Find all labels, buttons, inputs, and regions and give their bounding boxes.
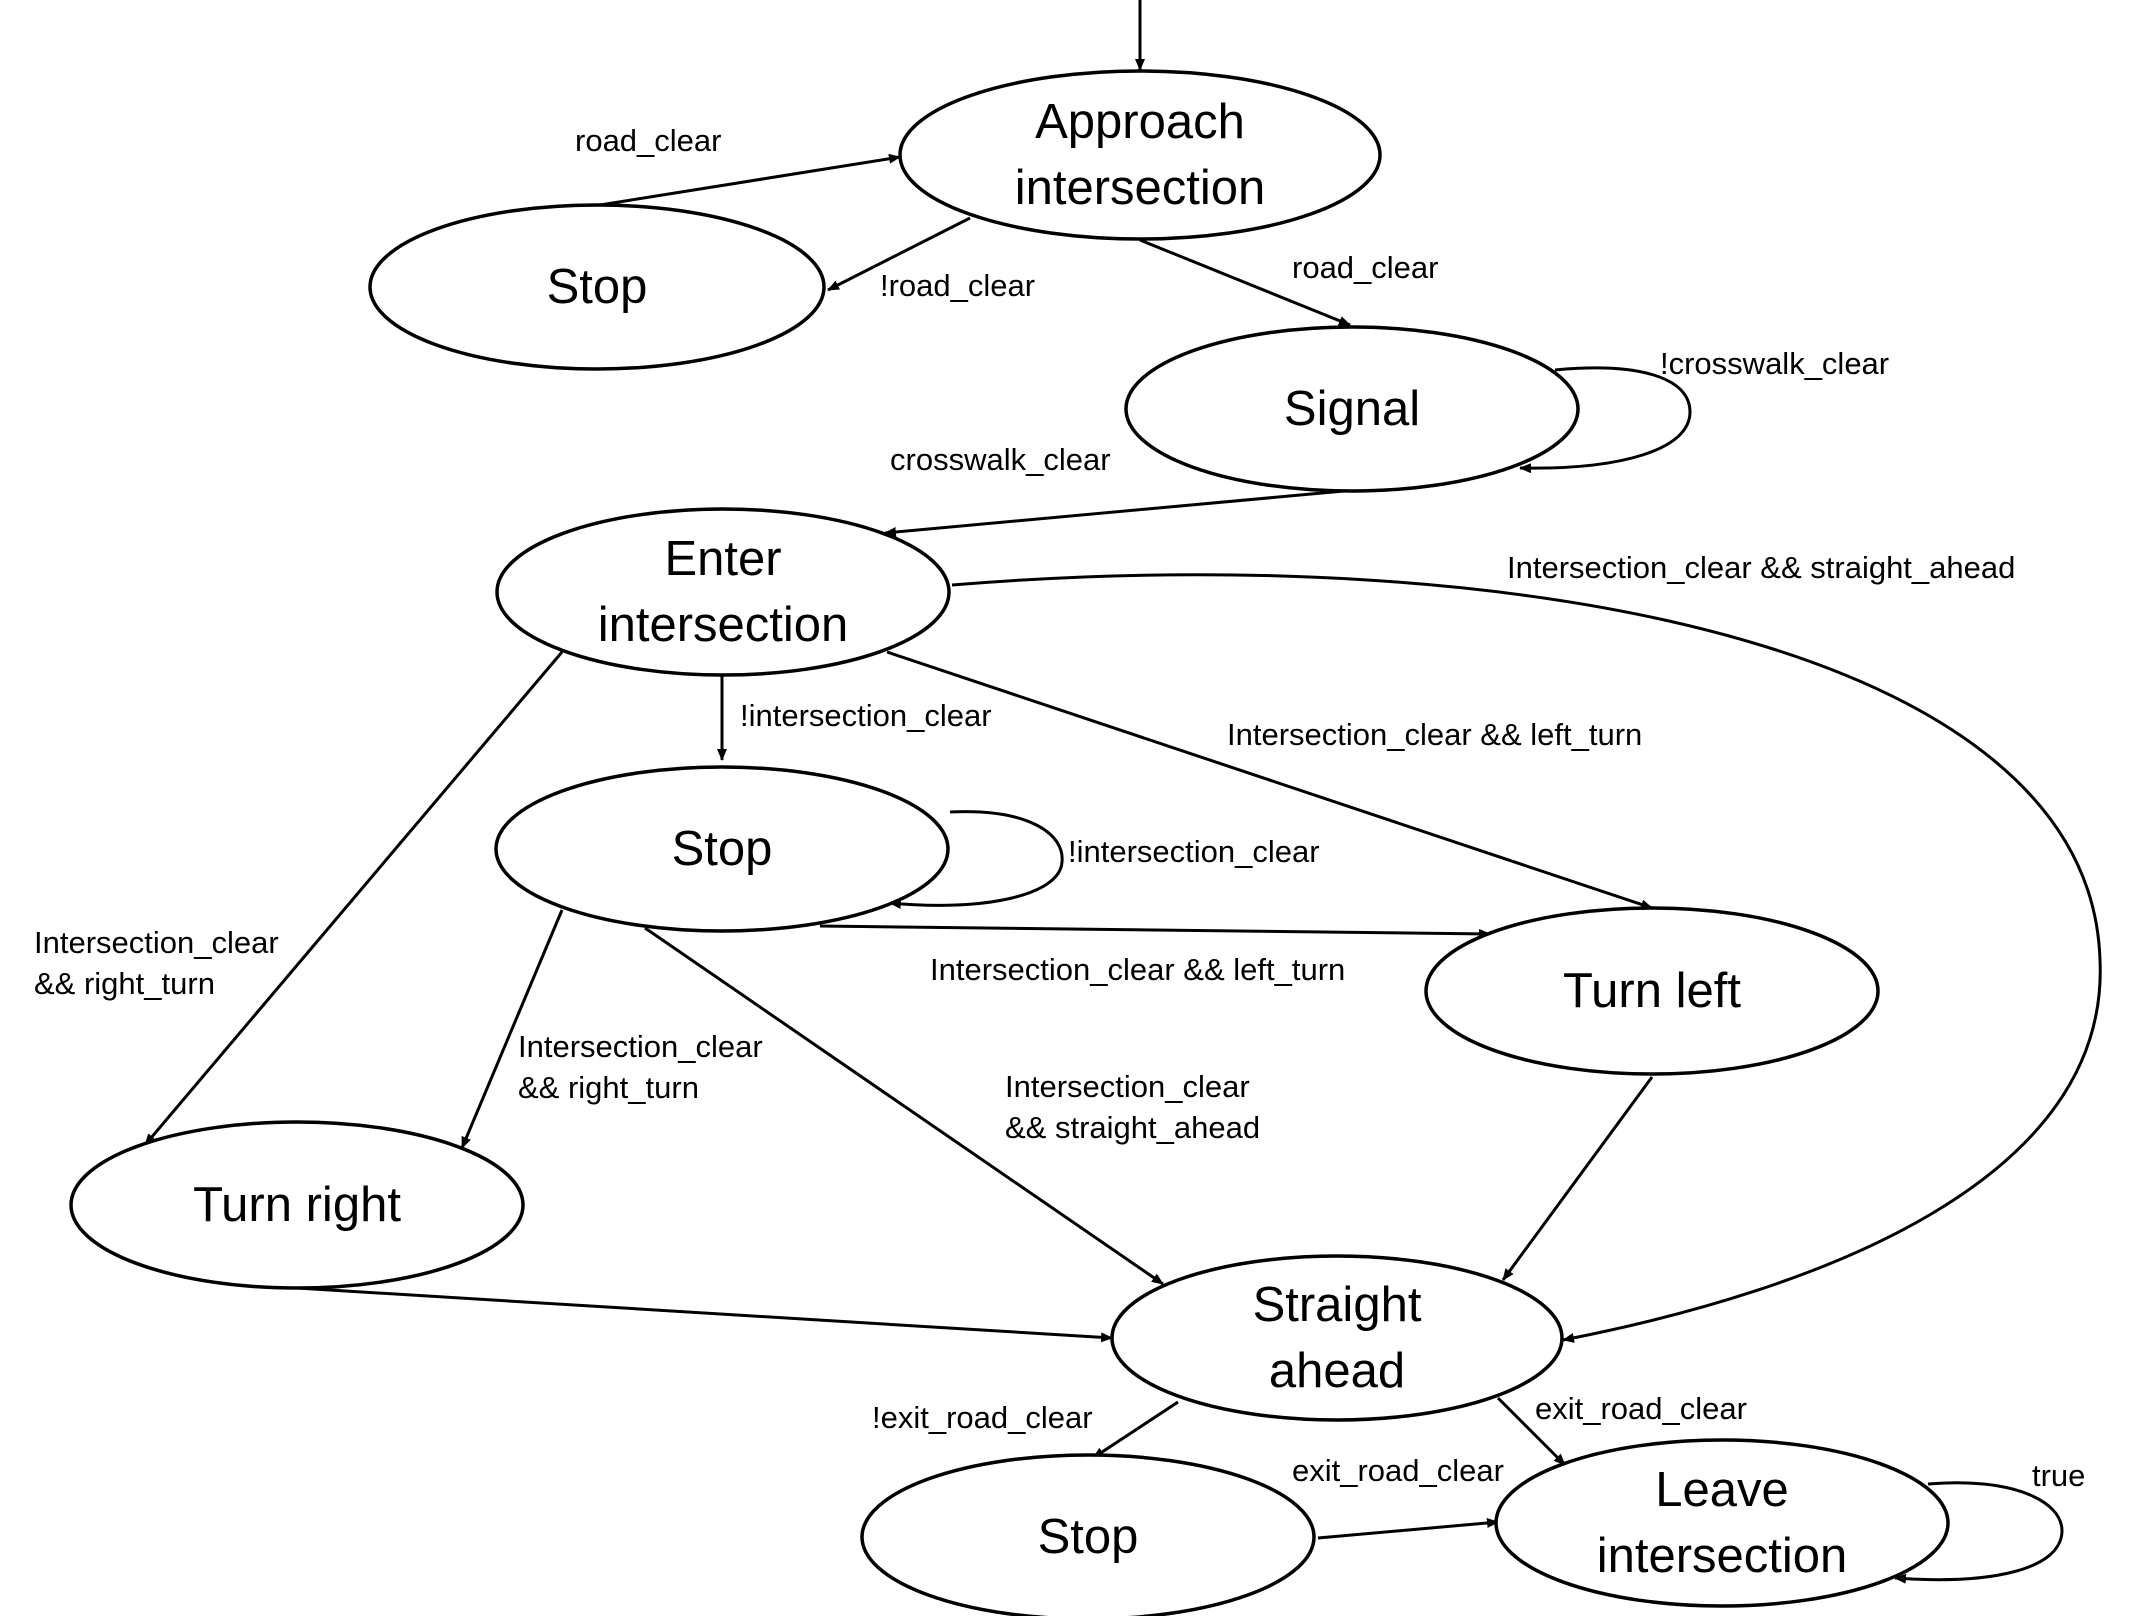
edge-label-not-exit-road-clear: !exit_road_clear — [872, 1400, 1093, 1435]
label-line: Approach — [1035, 95, 1245, 149]
label-line: Intersection_clear && left_turn — [1227, 717, 1642, 752]
edge-label-not-intersection-clear-2: !intersection_clear — [1068, 834, 1320, 869]
edge-stop-top-to-approach: road_clear — [575, 123, 901, 207]
label-line: intersection — [598, 598, 849, 652]
edge-straight-to-stop-bottom: !exit_road_clear — [872, 1400, 1179, 1460]
state-stop-top: Stop — [368, 203, 826, 371]
state-label: Turn left — [1563, 964, 1741, 1018]
edge-label-clear-right-2: Intersection_clear && right_turn — [518, 1029, 763, 1105]
state-label: Stop — [547, 260, 648, 314]
label-line: Leave — [1655, 1463, 1789, 1517]
label-line: road_clear — [575, 123, 721, 158]
label-line: Intersection_clear — [518, 1029, 763, 1064]
label-line: Stop — [547, 260, 648, 314]
state-signal: Signal — [1124, 325, 1580, 493]
edge-stop-mid-self-loop: !intersection_clear — [889, 810, 1320, 910]
edge-enter-to-turn-right: Intersection_clear && right_turn — [34, 651, 564, 1146]
edge-signal-self-loop: !crosswalk_clear — [1519, 346, 1889, 474]
label-line: crosswalk_clear — [890, 442, 1111, 477]
state-stop-mid: Stop — [494, 765, 950, 933]
label-line: intersection — [1015, 161, 1266, 215]
label-line: && right_turn — [34, 966, 215, 1001]
edge-stop-bottom-to-leave: exit_road_clear — [1292, 1453, 1504, 1540]
label-line: intersection — [1597, 1529, 1848, 1583]
edge-signal-to-enter: crosswalk_clear — [884, 442, 1356, 537]
label-line: && right_turn — [518, 1070, 699, 1105]
edge-stop-mid-to-turn-right: Intersection_clear && right_turn — [460, 909, 763, 1149]
label-line: Straight — [1253, 1278, 1422, 1332]
label-line: true — [2032, 1458, 2085, 1493]
label-line: Stop — [672, 822, 773, 876]
state-stop-bottom: Stop — [860, 1453, 1316, 1616]
state-label: Turn right — [193, 1178, 401, 1232]
label-line: Intersection_clear — [1005, 1069, 1250, 1104]
state-leave-intersection: Leave intersection — [1494, 1438, 1950, 1608]
edge-label-exit-road-clear-1: exit_road_clear — [1535, 1391, 1747, 1426]
label-line: ahead — [1269, 1344, 1405, 1398]
state-label: Signal — [1284, 382, 1420, 436]
state-approach-intersection: Approach intersection — [898, 69, 1382, 241]
label-line: Enter — [664, 532, 781, 586]
label-line: !intersection_clear — [1068, 834, 1320, 869]
edge-label-exit-road-clear-2: exit_road_clear — [1292, 1453, 1504, 1488]
edge-straight-to-leave: exit_road_clear — [1496, 1391, 1747, 1467]
label-line: !exit_road_clear — [872, 1400, 1093, 1435]
edge-label-clear-left-1: Intersection_clear && left_turn — [1227, 717, 1642, 752]
label-line: !crosswalk_clear — [1660, 346, 1889, 381]
label-line: Intersection_clear — [34, 925, 279, 960]
edge-enter-to-straight: Intersection_clear && straight_ahead — [951, 550, 2102, 1343]
state-label: Enter intersection — [598, 532, 849, 652]
label-line: !intersection_clear — [740, 698, 992, 733]
label-line: Signal — [1284, 382, 1420, 436]
edge-label-true: true — [2032, 1458, 2085, 1493]
label-line: Turn right — [193, 1178, 401, 1232]
state-label: Stop — [1038, 1510, 1139, 1564]
edge-label-not-intersection-clear-1: !intersection_clear — [740, 698, 992, 733]
edge-enter-to-turn-left: Intersection_clear && left_turn — [886, 650, 1653, 910]
state-label: Approach intersection — [1015, 95, 1266, 215]
edge-leave-self-loop: true — [1894, 1458, 2085, 1584]
label-line: Stop — [1038, 1510, 1139, 1564]
label-line: Turn left — [1563, 964, 1741, 1018]
edge-label-road-clear-2: road_clear — [1292, 250, 1438, 285]
label-line: exit_road_clear — [1535, 1391, 1747, 1426]
edge-label-clear-left-2: Intersection_clear && left_turn — [930, 952, 1345, 987]
edge-stop-mid-to-straight: Intersection_clear && straight_ahead — [644, 926, 1260, 1286]
edge-turn-left-to-straight — [1501, 1076, 1654, 1281]
state-enter-intersection: Enter intersection — [495, 507, 951, 677]
label-line: road_clear — [1292, 250, 1438, 285]
edge-stop-mid-to-turn-left: Intersection_clear && left_turn — [819, 924, 1491, 987]
state-label: Stop — [672, 822, 773, 876]
state-label: Leave intersection — [1597, 1463, 1848, 1583]
label-line: && straight_ahead — [1005, 1110, 1260, 1145]
state-turn-right: Turn right — [69, 1120, 525, 1290]
edge-enter-to-stop-mid: !intersection_clear — [717, 675, 992, 761]
label-line: exit_road_clear — [1292, 1453, 1504, 1488]
edge-label-clear-straight-2: Intersection_clear && straight_ahead — [1005, 1069, 1260, 1145]
label-line: Intersection_clear && straight_ahead — [1507, 550, 2015, 585]
label-line: !road_clear — [880, 268, 1035, 303]
edge-label-clear-right-1: Intersection_clear && right_turn — [34, 925, 279, 1001]
state-label: Straight ahead — [1253, 1278, 1422, 1398]
edge-approach-to-signal: road_clear — [1139, 238, 1438, 327]
edge-turn-right-to-straight — [296, 1286, 1113, 1343]
edge-label-not-crosswalk-clear: !crosswalk_clear — [1660, 346, 1889, 381]
state-turn-left: Turn left — [1424, 906, 1880, 1076]
edge-label-not-road-clear: !road_clear — [880, 268, 1035, 303]
edge-label-road-clear-1: road_clear — [575, 123, 721, 158]
label-line: Intersection_clear && left_turn — [930, 952, 1345, 987]
edge-label-crosswalk-clear: crosswalk_clear — [890, 442, 1111, 477]
edge-approach-to-stop-top: !road_clear — [827, 216, 1035, 303]
state-straight-ahead: Straight ahead — [1110, 1254, 1564, 1422]
edge-label-clear-straight-1: Intersection_clear && straight_ahead — [1507, 550, 2015, 585]
